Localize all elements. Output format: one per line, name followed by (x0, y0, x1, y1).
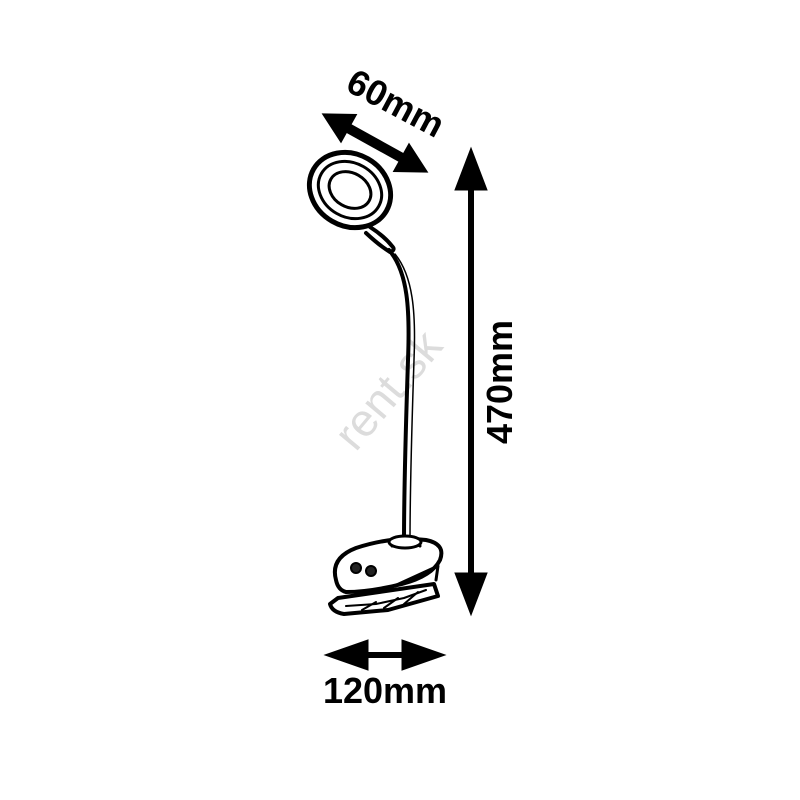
dimension-arrows (321, 113, 488, 671)
head-width-arrow (321, 113, 429, 173)
clip-base (328, 534, 444, 616)
gooseneck-arm (387, 248, 411, 544)
base-width-arrow (323, 639, 447, 671)
base-width-label: 120mm (323, 670, 447, 711)
watermark: rent.sk (323, 319, 452, 459)
height-label: 470mm (479, 320, 520, 444)
lamp-head (306, 149, 394, 231)
height-arrow (454, 146, 488, 617)
lamp-neck-joint (364, 225, 396, 254)
lamp-illustration (306, 149, 444, 616)
clip-button-right (365, 565, 377, 577)
clip-button-left (350, 562, 362, 574)
